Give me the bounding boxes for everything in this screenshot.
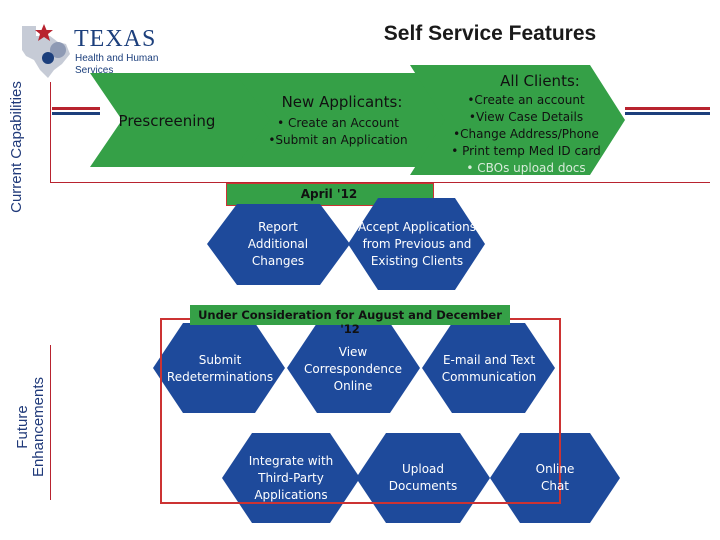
current-bracket-bottom — [50, 182, 710, 183]
current-bracket — [50, 82, 51, 182]
email-text-text: E-mail and Text Communication — [441, 353, 537, 384]
logo-line-2: Health and Human — [75, 53, 159, 64]
accept-applications-hex — [348, 198, 485, 290]
logo-line-1: TEXAS — [74, 26, 157, 52]
upload-documents-text: Upload Documents — [388, 462, 458, 493]
texas-hhs-logo: TEXAS Health and Human Services — [18, 20, 178, 80]
report-changes-text: Report Additional Changes — [247, 220, 309, 268]
new-applicants-item-1: • Create an Account — [277, 116, 399, 130]
view-correspondence-hex — [287, 323, 420, 413]
page-title: Self Service Features — [383, 22, 597, 45]
texas-state-icon — [22, 26, 70, 78]
all-clients-item: • CBOs upload docs — [466, 161, 586, 175]
star-icon — [35, 24, 53, 41]
integrate-third-party-text: Integrate with Third-Party Applications — [248, 454, 334, 502]
new-applicants-item-2: •Submit an Application — [268, 133, 408, 147]
future-bracket — [50, 345, 51, 500]
view-correspondence-text: View Correspondence Online — [304, 345, 402, 393]
current-arrows — [90, 65, 625, 175]
submit-redeterminations-text: Submit Redeterminations — [166, 353, 274, 384]
report-changes-hex — [207, 204, 350, 285]
upload-documents-hex — [356, 433, 490, 523]
online-chat-text: Online Chat — [535, 462, 575, 493]
stripe-right — [625, 107, 710, 117]
accept-applications-text: Accept Applications from Previous and Ex… — [357, 220, 476, 268]
online-chat-hex — [490, 433, 620, 523]
all-clients-item: • Print temp Med ID card — [451, 144, 601, 158]
future-banner-label: Under Consideration for August and Decem… — [198, 308, 502, 336]
email-text-hex — [422, 323, 555, 413]
all-clients-list: •Create an account •View Case Details •C… — [446, 92, 606, 177]
all-clients-item: •View Case Details — [468, 110, 584, 124]
new-applicants-heading: New Applicants: — [281, 93, 403, 111]
logo-line-3: Services — [75, 65, 114, 76]
integrate-third-party-hex — [222, 433, 360, 523]
april-banner-label: April '12 — [300, 187, 358, 201]
all-clients-item: •Change Address/Phone — [453, 127, 599, 141]
prescreening-arrow — [90, 73, 285, 167]
all-clients-arrow — [410, 65, 625, 175]
submit-redeterminations-hex — [153, 323, 285, 413]
all-clients-item: •Create an account — [467, 93, 585, 107]
prescreening-label: Prescreening — [118, 112, 216, 130]
future-banner — [190, 305, 510, 325]
new-applicants-arrow — [235, 73, 465, 167]
stripe-left — [52, 107, 100, 117]
all-clients-heading: All Clients: — [500, 72, 580, 90]
